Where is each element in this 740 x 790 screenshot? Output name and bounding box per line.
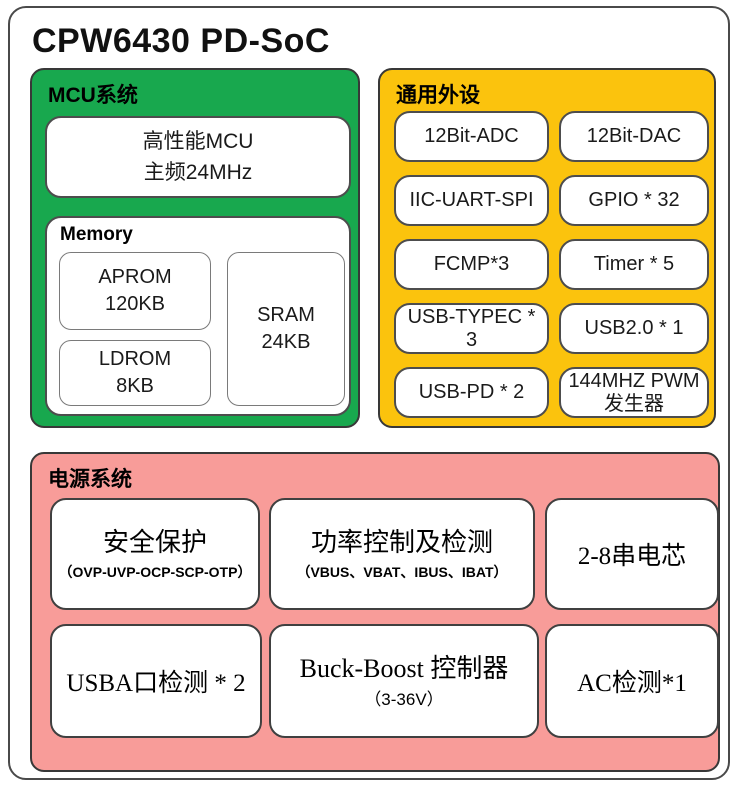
peripheral-block-gpio: GPIO * 32 xyxy=(559,175,709,226)
cpu-block-line1: 高性能MCU xyxy=(142,130,254,153)
peripheral-block-usb-pd: USB-PD * 2 xyxy=(394,367,549,418)
safety-protection-detail: （OVP-UVP-OCP-SCP-OTP） xyxy=(58,563,252,580)
peripheral-block-timer: Timer * 5 xyxy=(559,239,709,290)
peripheral-block-fcmp: FCMP*3 xyxy=(394,239,549,290)
mcu-section-label: MCU系统 xyxy=(48,84,138,107)
peripheral-block-usb20: USB2.0 * 1 xyxy=(559,303,709,354)
safety-protection-title: 安全保护 xyxy=(102,527,207,557)
peripheral-block-adc: 12Bit-ADC xyxy=(394,111,549,162)
buck-boost-detail: （3-36V） xyxy=(364,689,444,709)
safety-protection-block: 安全保护 （OVP-UVP-OCP-SCP-OTP） xyxy=(50,498,260,610)
aprom-name: APROM xyxy=(98,266,172,288)
battery-cells-block: 2-8串电芯 xyxy=(545,498,719,610)
power-control-detail: （VBUS、VBAT、IBUS、IBAT） xyxy=(296,563,508,580)
usba-detect-label: USBA口检测 * 2 xyxy=(66,670,246,697)
sram-block: SRAM 24KB xyxy=(227,252,345,406)
buck-boost-block: Buck-Boost 控制器 （3-36V） xyxy=(269,624,539,738)
mcu-system-section: MCU系统 高性能MCU 主频24MHz Memory APROM 120KB … xyxy=(30,68,360,428)
ldrom-block: LDROM 8KB xyxy=(59,340,211,406)
sram-name: SRAM xyxy=(257,304,315,326)
ac-detect-block: AC检测*1 xyxy=(545,624,719,738)
cpu-block-line2: 主频24MHz xyxy=(143,161,253,184)
ldrom-name: LDROM xyxy=(98,348,172,370)
peripheral-block-usb-typec: USB-TYPEC * 3 xyxy=(394,303,549,354)
peripherals-section-label: 通用外设 xyxy=(396,83,480,107)
peripheral-block-pwm: 144MHZ PWM发生器 xyxy=(559,367,709,418)
battery-cells-label: 2-8串电芯 xyxy=(577,543,687,570)
peripheral-block-iic-uart-spi: IIC-UART-SPI xyxy=(394,175,549,226)
usba-detect-block: USBA口检测 * 2 xyxy=(50,624,262,738)
peripherals-grid: 12Bit-ADC 12Bit-DAC IIC-UART-SPI GPIO * … xyxy=(394,111,709,418)
buck-boost-title: Buck-Boost 控制器 xyxy=(299,653,509,683)
ldrom-size: 8KB xyxy=(116,375,154,397)
memory-label: Memory xyxy=(60,224,133,245)
ac-detect-label: AC检测*1 xyxy=(577,670,687,697)
peripherals-section: 通用外设 12Bit-ADC 12Bit-DAC IIC-UART-SPI GP… xyxy=(378,68,716,428)
power-control-block: 功率控制及检测 （VBUS、VBAT、IBUS、IBAT） xyxy=(269,498,535,610)
memory-block: Memory APROM 120KB LDROM 8KB SRAM 24KB xyxy=(45,216,351,416)
aprom-block: APROM 120KB xyxy=(59,252,211,330)
power-section-label: 电源系统 xyxy=(48,467,132,491)
power-system-section: 电源系统 安全保护 （OVP-UVP-OCP-SCP-OTP） 功率控制及检测 … xyxy=(30,452,720,772)
soc-outer-frame: CPW6430 PD-SoC MCU系统 高性能MCU 主频24MHz Memo… xyxy=(8,6,730,780)
peripheral-block-dac: 12Bit-DAC xyxy=(559,111,709,162)
power-control-title: 功率控制及检测 xyxy=(310,527,493,557)
aprom-size: 120KB xyxy=(104,293,166,315)
sram-size: 24KB xyxy=(261,331,311,353)
cpu-block: 高性能MCU 主频24MHz xyxy=(45,116,351,198)
page-title: CPW6430 PD-SoC xyxy=(32,22,330,60)
